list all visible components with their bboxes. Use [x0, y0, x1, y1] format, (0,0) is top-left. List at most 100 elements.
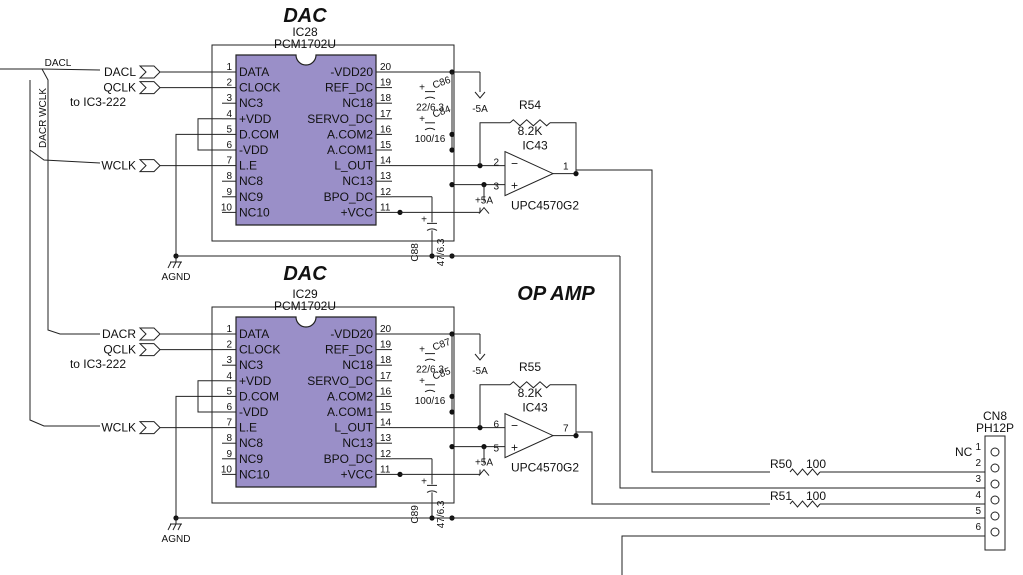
- dac-pin-name: A.COM1: [327, 405, 373, 419]
- resistor-ref: R55: [519, 360, 541, 374]
- supply-symbol: [474, 91, 486, 99]
- connector-part: PH12P: [976, 421, 1014, 435]
- dac-pin-number: 19: [380, 78, 392, 89]
- wire-label-vertical: DACR WCLK: [38, 88, 49, 148]
- dac-pin-number: 5: [226, 124, 232, 135]
- opamp-part: UPC4570G2: [511, 461, 579, 475]
- resistor-value: 8.2K: [518, 124, 543, 138]
- input-port-tag: [138, 343, 161, 357]
- dac-pin-number: 15: [380, 402, 392, 413]
- dac-pin-number: 17: [380, 109, 392, 120]
- dac-pin-number: 19: [380, 340, 392, 351]
- input-port-label: QCLK: [103, 343, 136, 357]
- wire-dacl-tag: [41, 68, 101, 71]
- opamp-triangle: [504, 150, 555, 197]
- wire-dcom-gnd: [175, 133, 222, 256]
- capacitor-value: 22/6.3: [416, 103, 444, 114]
- dac-pin-number: 6: [226, 140, 232, 151]
- capacitor-polarity: +: [419, 114, 425, 125]
- ground-hatch: [172, 261, 177, 269]
- opamp-pin: 5: [493, 444, 499, 455]
- supply-label: +5A: [475, 196, 493, 207]
- opamp-pin: 2: [493, 158, 499, 169]
- dac-pin-name: NC8: [239, 174, 263, 188]
- dac-pin-name: NC9: [239, 452, 263, 466]
- dac-pin-name: A.COM2: [327, 127, 373, 141]
- to-ic-label: to IC3-222: [70, 95, 126, 109]
- supply-label: +5A: [475, 458, 493, 469]
- resistor-ref: R51: [770, 489, 792, 503]
- dac-pin-name: SERVO_DC: [307, 374, 373, 388]
- input-port-tag: [138, 327, 161, 341]
- input-port-label: WCLK: [101, 159, 136, 173]
- dac-pin-number: 4: [226, 109, 232, 120]
- opamp-triangle: [504, 412, 555, 459]
- dac-pin-name: CLOCK: [239, 343, 280, 357]
- dac-pin-number: 18: [380, 355, 392, 366]
- dac-pin-name: NC8: [239, 436, 263, 450]
- dac-pin-number: 12: [380, 187, 392, 198]
- opamp-ref: IC43: [522, 401, 548, 415]
- connector-body: [984, 435, 1006, 551]
- dac-pin-name: REF_DC: [325, 343, 373, 357]
- dac-pin-number: 1: [226, 62, 232, 73]
- dac-pin-number: 13: [380, 171, 392, 182]
- dac-pin-number: 18: [380, 93, 392, 104]
- ground-hatch: [167, 261, 172, 269]
- wire-wclk-bottom: [29, 150, 100, 427]
- dac-title-top: DAC: [283, 5, 327, 27]
- dac-title-bottom: DAC: [283, 263, 327, 285]
- ground-label: AGND: [162, 534, 191, 545]
- dac-pin-name: NC13: [342, 436, 373, 450]
- junction-dot: [449, 131, 455, 137]
- dac-pin-number: 10: [221, 464, 233, 475]
- dac-pin-name: NC10: [239, 205, 270, 219]
- wire-gnd-pin3: [619, 256, 985, 489]
- resistor-ref: R50: [770, 457, 792, 471]
- resistor-value: 8.2K: [518, 386, 543, 400]
- dac-pin-number: 8: [226, 433, 232, 444]
- dac-pin-name: NC3: [239, 358, 263, 372]
- dac-pin-number: 12: [380, 449, 392, 460]
- dac-pin-number: 8: [226, 171, 232, 182]
- dac-pin-name: BPO_DC: [324, 452, 374, 466]
- dac-ref: IC29: [292, 287, 318, 301]
- capacitor-plate-curved: [424, 127, 436, 131]
- dac-pin-number: 20: [380, 62, 392, 73]
- dac-pin-name: A.COM1: [327, 143, 373, 157]
- input-port-tag: [138, 421, 161, 435]
- dac-pin-name: -VDD: [239, 143, 269, 157]
- capacitor-value: 47/6.3: [436, 500, 447, 528]
- dac-pin-name: NC10: [239, 467, 270, 481]
- opamp-pin: 7: [563, 424, 569, 435]
- opamp-plus-sign: +: [511, 179, 518, 193]
- dac-pin-number: 15: [380, 140, 392, 151]
- connector-pin: [990, 479, 1000, 489]
- connector-pin-number: 2: [975, 458, 981, 469]
- dac-pin-name: L_OUT: [334, 159, 373, 173]
- input-port-label: WCLK: [101, 421, 136, 435]
- capacitor-plate-curved: [424, 96, 436, 100]
- dac-pin-name: +VCC: [341, 205, 374, 219]
- dac-pin-number: 13: [380, 433, 392, 444]
- supply-symbol: [474, 353, 486, 361]
- capacitor-value: 47/6.3: [436, 238, 447, 266]
- resistor-zigzag: [789, 468, 821, 476]
- wire-vcc-supply: [400, 469, 481, 475]
- capacitor-polarity: +: [419, 345, 425, 356]
- dac-pin-name: +VCC: [341, 467, 374, 481]
- dac-part: PCM1702U: [274, 37, 336, 51]
- dac-pin-name: NC18: [342, 358, 373, 372]
- dac-pin-name: A.COM2: [327, 389, 373, 403]
- capacitor-ref: C89: [410, 505, 421, 524]
- dac-pin-name: -VDD20: [330, 327, 373, 341]
- input-port-tag: [138, 159, 161, 173]
- supply-symbol: [478, 206, 490, 214]
- connector-pin-number: 3: [975, 474, 981, 485]
- input-port-label: DACR: [102, 327, 136, 341]
- opamp-pin: 1: [563, 162, 569, 173]
- dac-pin-number: 14: [380, 156, 392, 167]
- capacitor-value: 100/16: [415, 134, 446, 145]
- dac-part: PCM1702U: [274, 299, 336, 313]
